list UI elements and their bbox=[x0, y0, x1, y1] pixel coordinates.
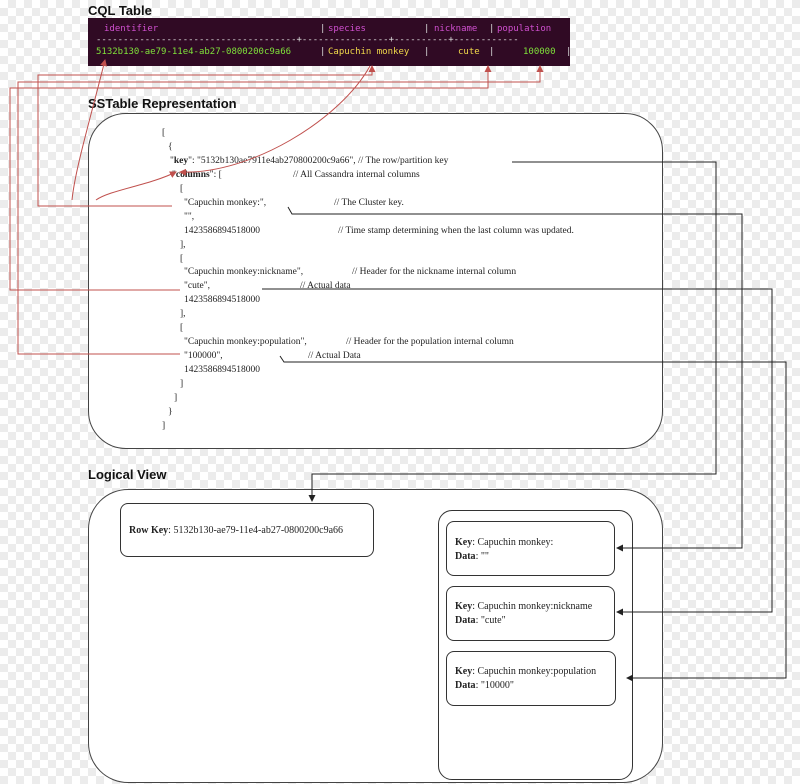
col2-open: [ bbox=[180, 254, 184, 264]
json-close-brace: } bbox=[168, 407, 173, 417]
cql-terminal: identifier|species|nickname|population -… bbox=[88, 18, 570, 66]
col-separator: | bbox=[320, 47, 326, 57]
cell-nickname: Key: Capuchin monkey:nickname Data: "cut… bbox=[446, 586, 615, 641]
col-separator: | bbox=[566, 47, 570, 57]
col-separator: | bbox=[320, 24, 326, 34]
sstable-heading: SSTable Representation bbox=[88, 96, 237, 111]
col-separator: | bbox=[489, 47, 495, 57]
col-separator: | bbox=[424, 47, 430, 57]
col2-close: ], bbox=[180, 309, 186, 319]
cell-identifier: 5132b130-ae79-11e4-ab27-0800200c9a66 bbox=[96, 47, 292, 57]
col3-close: ] bbox=[180, 379, 184, 389]
row-key-label: Row Key bbox=[129, 525, 169, 536]
col2-name: "Capuchin monkey:nickname", bbox=[184, 267, 304, 277]
json-open-bracket: [ bbox=[162, 128, 166, 138]
json-columns-line: "columns": [ // All Cassandra internal c… bbox=[172, 170, 420, 180]
json-open-brace: { bbox=[168, 142, 173, 152]
cell-population: Key: Capuchin monkey:population Data: "1… bbox=[446, 651, 616, 706]
row-key-box: Row Key: 5132b130-ae79-11e4-ab27-0800200… bbox=[120, 503, 374, 557]
col3-value: "100000", bbox=[184, 351, 223, 361]
col1-timestamp-comment: // Time stamp determining when the last … bbox=[338, 226, 574, 236]
logical-view-heading: Logical View bbox=[88, 467, 167, 482]
json-key-line: "key": "5132b130ae7911e4ab270800200c9a66… bbox=[170, 156, 449, 166]
col-nickname-header: nickname bbox=[434, 24, 478, 34]
col3-name: "Capuchin monkey:population", bbox=[184, 337, 307, 347]
cell-cluster-key: Key: Capuchin monkey: Data: "" bbox=[446, 521, 615, 576]
col2-value-comment: // Actual data bbox=[300, 281, 351, 291]
col1-name-comment: // The Cluster key. bbox=[334, 198, 404, 208]
col1-name: "Capuchin monkey:", bbox=[184, 198, 267, 208]
col-identifier-header: identifier bbox=[104, 24, 159, 34]
col2-timestamp: 1423586894518000 bbox=[184, 295, 260, 305]
col1-open: [ bbox=[180, 184, 184, 194]
col-separator: | bbox=[424, 24, 430, 34]
cell-nickname: cute bbox=[458, 47, 480, 57]
col3-value-comment: // Actual Data bbox=[308, 351, 361, 361]
col3-timestamp: 1423586894518000 bbox=[184, 365, 260, 375]
col1-close: ], bbox=[180, 240, 186, 250]
cell-population: 100000 bbox=[523, 47, 556, 57]
col-species-header: species bbox=[328, 24, 366, 34]
row-key-value: : 5132b130-ae79-11e4-ab27-0800200c9a66 bbox=[168, 525, 344, 536]
columns-close: ] bbox=[174, 393, 178, 403]
cql-divider: -------------------------------------+--… bbox=[96, 35, 519, 45]
col3-open: [ bbox=[180, 323, 184, 333]
col2-value: "cute", bbox=[184, 281, 210, 291]
col1-value: "", bbox=[184, 212, 195, 222]
col-separator: | bbox=[489, 24, 495, 34]
col2-name-comment: // Header for the nickname internal colu… bbox=[352, 267, 517, 277]
col1-timestamp: 1423586894518000 bbox=[184, 226, 260, 236]
cell-species: Capuchin monkey bbox=[328, 47, 410, 57]
json-close-bracket: ] bbox=[162, 421, 166, 431]
cql-table-heading: CQL Table bbox=[88, 3, 152, 18]
col3-name-comment: // Header for the population internal co… bbox=[346, 337, 514, 347]
col-population-header: population bbox=[497, 24, 552, 34]
